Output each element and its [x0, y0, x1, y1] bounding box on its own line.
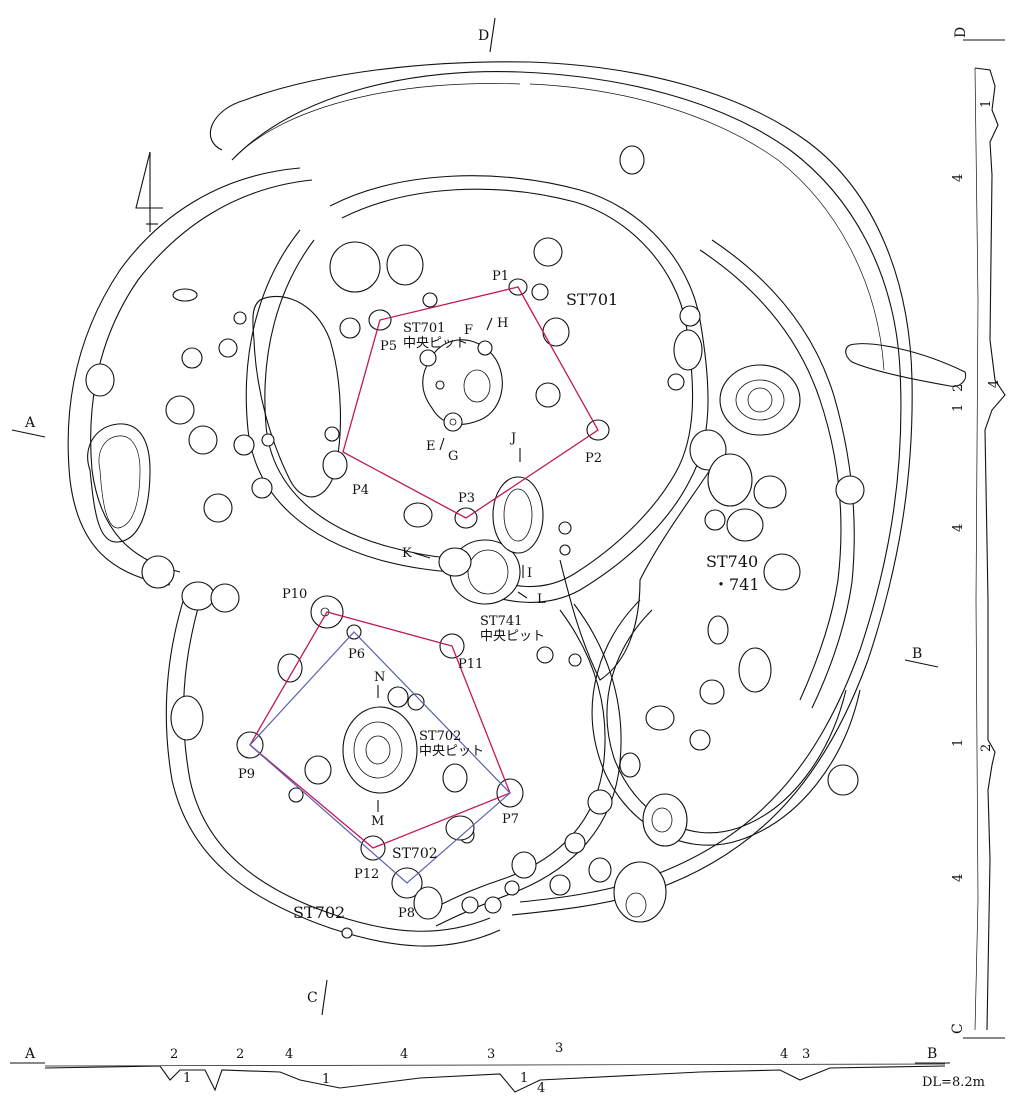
pit-label-p9: P9	[238, 767, 255, 782]
label-st702-small: ST702	[392, 846, 438, 862]
profile-ab-layer-8: 1	[520, 1071, 528, 1086]
letter-ticks	[377, 317, 528, 812]
marker-d-profile: D	[953, 27, 969, 38]
profile-cd-layer-5: 1	[951, 404, 966, 412]
marker-a-profile: A	[24, 1046, 36, 1062]
letter-g: G	[448, 449, 458, 464]
profile-cd-layer-2: 4	[951, 174, 966, 182]
pit-label-p4: P4	[352, 483, 369, 498]
profile-cd-layer-1: 1	[979, 100, 994, 108]
inner-ditch	[429, 469, 711, 927]
left-elongated-pit	[252, 295, 341, 498]
st701-center-pit	[419, 339, 503, 432]
profile-cd-layer-9: 4	[951, 874, 966, 882]
st702-pillar-line-b	[249, 631, 511, 884]
letter-l: L	[537, 592, 546, 607]
pit-label-p5: P5	[380, 339, 397, 354]
pit-label-p3: P3	[458, 491, 475, 506]
profile-ab-layer-9: 4	[537, 1081, 545, 1096]
st701-pillar-line	[342, 286, 599, 519]
letter-i: I	[527, 566, 532, 581]
profile-cd-layer-8: 2	[979, 744, 994, 752]
datum-label: DL=8.2m	[922, 1075, 985, 1090]
letter-j: J	[509, 431, 516, 446]
st701-center-label-1: ST701	[403, 321, 445, 336]
profile-ab-layer-6: 4	[400, 1047, 408, 1062]
pit-label-p7: P7	[502, 812, 519, 827]
profile-ab-layer-1: 2	[170, 1047, 178, 1062]
st741-center-label-2: 中央ピット	[480, 629, 545, 644]
pits	[85, 145, 865, 939]
pit-label-p2: P2	[585, 451, 602, 466]
letter-e: E	[426, 439, 436, 454]
letter-h: H	[497, 316, 508, 331]
marker-c-profile: C	[950, 1023, 966, 1034]
marker-a-left: A	[24, 415, 36, 431]
pit-label-p1: P1	[492, 269, 509, 284]
profile-ab-layer-11: 4	[780, 1047, 788, 1062]
st702-pillar-line-a	[249, 611, 511, 849]
letter-f: F	[464, 323, 473, 338]
st702-enclosure	[67, 167, 501, 947]
profile-cd	[963, 39, 1006, 1039]
profile-cd-layer-3: 2	[951, 384, 966, 392]
profile-ab	[10, 1062, 950, 1093]
pit-label-p8: P8	[398, 906, 415, 921]
profile-ab-layer-7: 3	[487, 1047, 495, 1062]
profile-ab-layer-12: 3	[802, 1047, 810, 1062]
pit-label-p11: P11	[458, 657, 483, 672]
label-st741: ・741	[713, 575, 760, 594]
large-left-pit	[87, 423, 151, 543]
profile-ab-layer-2: 1	[183, 1071, 191, 1086]
marker-d-top: D	[478, 28, 489, 44]
pit-label-p10: P10	[282, 587, 307, 602]
profile-ab-layer-3: 2	[236, 1047, 244, 1062]
marker-b-right: B	[912, 646, 922, 662]
elongated-pit-right	[845, 343, 967, 387]
st701-center-label-2: 中央ピット	[403, 336, 468, 351]
letter-k: K	[402, 546, 412, 561]
label-st702: ST702	[293, 903, 345, 922]
pit-label-p12: P12	[354, 867, 379, 882]
section-lines	[11, 17, 939, 1016]
letter-n: N	[374, 670, 385, 685]
outer-ditch	[209, 61, 913, 916]
st701-enclosure	[245, 175, 709, 603]
profile-ab-layer-10: 3	[555, 1041, 563, 1056]
marker-b-profile: B	[927, 1046, 937, 1062]
st702-center-pit	[342, 706, 418, 794]
label-st740: ST740	[706, 552, 758, 571]
north-arrow-icon	[135, 151, 163, 232]
marker-c-bottom: C	[307, 990, 318, 1006]
label-st701: ST701	[566, 290, 618, 309]
profile-ab-layer-4: 4	[285, 1047, 293, 1062]
profile-cd-layer-4: 4	[987, 380, 1002, 388]
profile-cd-layer-7: 1	[951, 739, 966, 747]
st741-center-label-1: ST741	[480, 614, 522, 629]
letter-m: M	[371, 814, 384, 829]
profile-cd-layer-6: 4	[951, 524, 966, 532]
st702-center-label-2: 中央ピット	[419, 744, 484, 759]
profile-ab-layer-5: 1	[322, 1072, 330, 1087]
pit-label-p6: P6	[348, 647, 365, 662]
st702-center-label-1: ST702	[419, 729, 461, 744]
